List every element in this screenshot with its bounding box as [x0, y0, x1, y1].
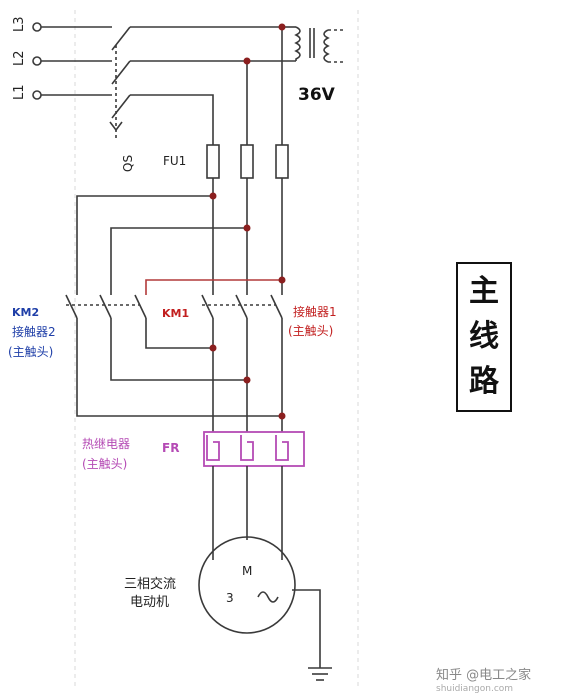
ground-lead — [292, 589, 321, 668]
km1-contact-2 — [235, 294, 248, 319]
label-motor-desc-1: 三相交流 — [124, 576, 176, 592]
km2-out-2 — [110, 326, 247, 381]
motor-ac-symbol — [257, 591, 279, 603]
terminal-l3 — [32, 22, 42, 32]
junction-dot — [278, 276, 286, 284]
junction-dot — [278, 23, 286, 31]
junction-dot — [209, 344, 217, 352]
label-l3: L3 — [12, 16, 27, 32]
fr-element-3 — [275, 435, 289, 461]
watermark-line-1: 知乎 @电工之家 — [436, 668, 532, 683]
motor-circle — [198, 536, 296, 634]
label-fr-desc-1: 热继电器 — [82, 437, 130, 451]
qs-blade-l1 — [111, 94, 131, 119]
qs-blade-l2 — [111, 60, 131, 85]
label-fu1: FU1 — [163, 154, 186, 168]
junction-dot — [243, 376, 251, 384]
label-km1-desc-2: (主触头) — [288, 324, 333, 338]
label-l2: L2 — [12, 50, 27, 66]
fr-element-1 — [206, 435, 220, 461]
junction-dot — [209, 192, 217, 200]
label-fr: FR — [162, 441, 179, 455]
junction-dot — [278, 412, 286, 420]
label-motor-desc-2: 电动机 — [130, 595, 169, 610]
km2-tap-2 — [110, 227, 247, 295]
km2-tap-3 — [145, 279, 282, 295]
xfmr-output — [328, 29, 345, 63]
junction-dot — [243, 224, 251, 232]
terminal-l2 — [32, 56, 42, 66]
label-qs: QS — [121, 155, 135, 172]
label-motor-phase: 3 — [226, 591, 234, 605]
title-char-1: 主 — [469, 274, 499, 310]
label-km2: KM2 — [12, 306, 39, 319]
fr-element-2 — [240, 435, 254, 461]
fuse-3 — [275, 144, 289, 179]
xfmr-primary — [294, 26, 301, 61]
xfmr-secondary — [323, 29, 330, 63]
km1-contact-3 — [270, 294, 283, 319]
watermark-line-2: shuidiangon.com — [436, 684, 514, 694]
km1-contact-1 — [201, 294, 214, 319]
label-km2-desc-1: 接触器2 — [12, 324, 56, 339]
qs-blade-l3 — [111, 26, 131, 51]
km2-out-1 — [76, 326, 282, 417]
qs-handle — [109, 121, 123, 132]
fuse-2 — [240, 144, 254, 179]
km2-tap-1 — [76, 195, 213, 295]
km2-contact-1 — [65, 294, 78, 319]
label-km2-desc-2: (主触头) — [8, 345, 53, 359]
label-fr-desc-2: (主触头) — [82, 457, 127, 471]
fuse-1 — [206, 144, 220, 179]
terminal-l1 — [32, 90, 42, 100]
watermark: 知乎 @电工之家 shuidiangon.com — [436, 664, 576, 694]
label-voltage: 36V — [298, 85, 336, 105]
fr-box — [203, 431, 305, 467]
label-l1: L1 — [12, 84, 27, 100]
km2-out-3 — [145, 326, 213, 349]
wire-l1-out — [130, 94, 214, 145]
title-char-2: 线 — [469, 318, 499, 354]
label-km1: KM1 — [162, 307, 189, 320]
label-motor-m: M — [242, 564, 252, 578]
main-circuit-title-box: 主 线 路 — [456, 262, 512, 412]
km2-contact-2 — [99, 294, 112, 319]
label-km1-desc-1: 接触器1 — [293, 304, 337, 319]
km2-contact-3 — [134, 294, 147, 319]
junction-dot — [243, 57, 251, 65]
title-char-3: 路 — [469, 363, 499, 399]
